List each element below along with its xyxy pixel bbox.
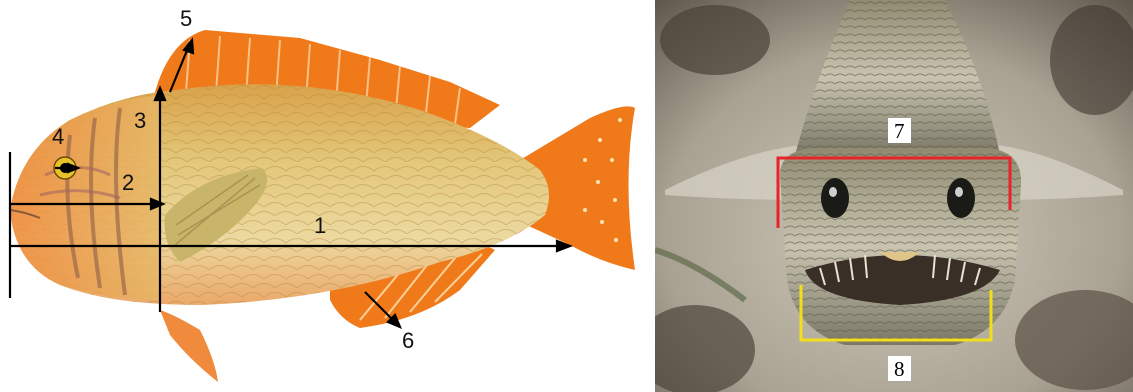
parrotfish-illustration	[0, 0, 650, 392]
label-8: 8	[888, 356, 911, 381]
label-5: 5	[180, 8, 192, 30]
lizardfish-photo-panel: 7 8	[655, 0, 1133, 392]
pelvic-fin	[160, 310, 218, 382]
lizardfish-photo	[655, 0, 1133, 392]
fish-illustration-panel: 1 2 3 4 5 6	[0, 0, 650, 392]
label-7: 7	[888, 118, 911, 143]
label-1: 1	[314, 215, 326, 237]
label-6: 6	[402, 330, 414, 352]
label-4: 4	[52, 126, 64, 148]
label-2: 2	[122, 172, 134, 194]
label-3: 3	[134, 110, 146, 132]
